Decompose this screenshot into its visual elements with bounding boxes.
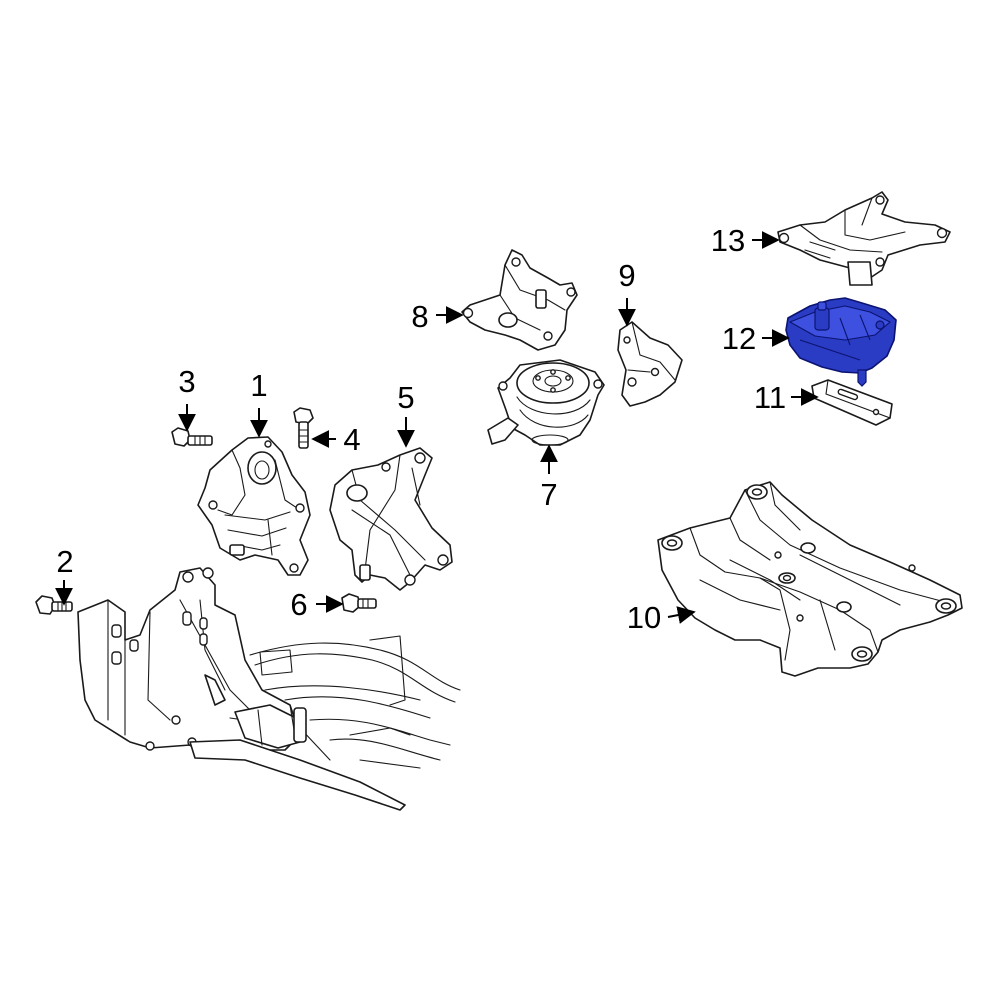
callout-11[interactable]: 11: [754, 380, 786, 415]
part-13-crossmember[interactable]: [777, 191, 951, 286]
callout-arrows: [55, 231, 819, 624]
part-3-bolt[interactable]: [171, 427, 213, 447]
vehicle-frame-structure: [77, 567, 461, 811]
part-9-small-bracket[interactable]: [617, 321, 683, 407]
part-12-highlighted-mount[interactable]: [785, 297, 897, 387]
part-10-subframe[interactable]: [657, 481, 963, 677]
callout-3[interactable]: 3: [178, 364, 195, 399]
callout-9[interactable]: 9: [618, 258, 635, 293]
callout-7[interactable]: 7: [540, 477, 557, 512]
part-5-mount-bracket[interactable]: [329, 447, 453, 591]
callout-5[interactable]: 5: [397, 380, 414, 415]
callout-12[interactable]: 12: [722, 321, 756, 356]
callout-1[interactable]: 1: [250, 368, 267, 403]
callout-numbers: 1 2 3 4 5 6 7 8 9 10 11 12 13: [56, 223, 786, 635]
arrow-10: [667, 606, 696, 624]
part-1-engine-mount[interactable]: [197, 436, 311, 576]
part-11-plate[interactable]: [811, 379, 893, 426]
callout-13[interactable]: 13: [711, 223, 745, 258]
part-7-transmission-mount[interactable]: [487, 359, 605, 446]
part-6-bolt[interactable]: [341, 593, 377, 613]
part-8-mount-bracket[interactable]: [461, 249, 578, 351]
callout-10[interactable]: 10: [627, 600, 661, 635]
part-2-bolt[interactable]: [35, 595, 73, 615]
callout-4[interactable]: 4: [343, 422, 360, 457]
callout-2[interactable]: 2: [56, 544, 73, 579]
callout-8[interactable]: 8: [411, 299, 428, 334]
part-4-bolt[interactable]: [293, 407, 314, 449]
callout-6[interactable]: 6: [290, 587, 307, 622]
